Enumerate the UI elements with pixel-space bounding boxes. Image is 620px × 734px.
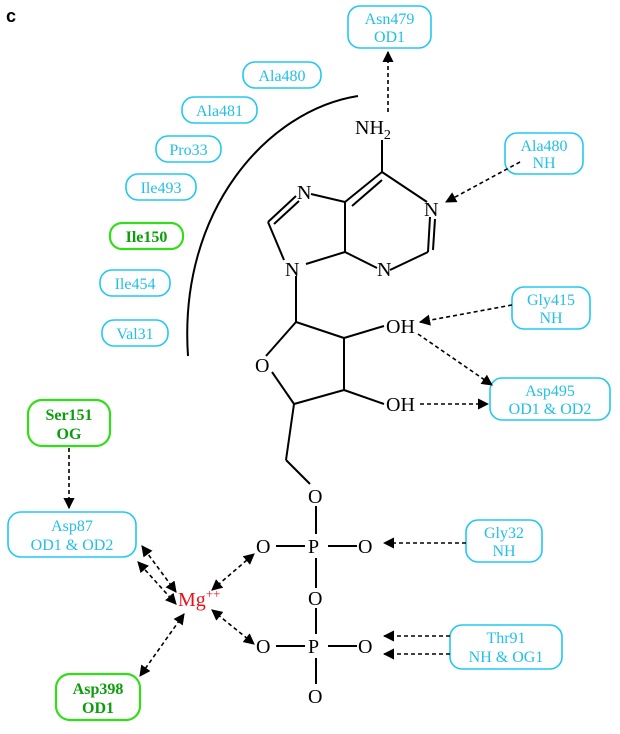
svg-text:Asp398: Asp398 bbox=[73, 681, 124, 698]
alpha-oxygen-left: O bbox=[256, 536, 270, 558]
panel-label: c bbox=[6, 6, 16, 26]
svg-text:Asp87: Asp87 bbox=[51, 518, 93, 535]
beta-oxygen-bottom: O bbox=[308, 686, 322, 708]
amine-group: NH2 bbox=[355, 117, 391, 143]
bridging-oxygen-5: O bbox=[308, 486, 322, 508]
phosphate-bonds bbox=[276, 506, 357, 684]
svg-text:Ile454: Ile454 bbox=[115, 276, 156, 293]
nitrogen-n3: N bbox=[377, 259, 391, 281]
ribose-bonds bbox=[265, 276, 385, 485]
hydrophobic-pro33: Pro33 bbox=[155, 135, 222, 163]
residue-asn479: Asn479 OD1 bbox=[347, 5, 432, 49]
svg-text:Ala480: Ala480 bbox=[520, 138, 567, 155]
alpha-oxygen-right: O bbox=[358, 536, 372, 558]
hbond-oh-asp495-a bbox=[417, 333, 493, 386]
svg-text:Ala480: Ala480 bbox=[258, 68, 305, 85]
svg-text:Asn479: Asn479 bbox=[365, 11, 415, 28]
residue-asp87: Asp87 OD1 & OD2 bbox=[7, 511, 137, 558]
beta-oxygen-left: O bbox=[256, 636, 270, 658]
svg-text:Ser151: Ser151 bbox=[45, 407, 92, 424]
hydrophobic-ile150: Ile150 bbox=[108, 221, 185, 251]
beta-oxygen-right: O bbox=[358, 636, 372, 658]
residue-thr91: Thr91 NH & OG1 bbox=[449, 624, 563, 670]
svg-text:NH: NH bbox=[492, 543, 516, 560]
hydrophobic-ala480: Ala480 bbox=[242, 61, 322, 89]
residue-ala480-nh: Ala480 NH bbox=[504, 132, 584, 175]
svg-text:OG: OG bbox=[57, 426, 82, 443]
svg-text:Val31: Val31 bbox=[116, 326, 153, 343]
residue-asp495: Asp495 OD1 & OD2 bbox=[489, 377, 611, 421]
svg-text:Asp495: Asp495 bbox=[525, 383, 575, 400]
nitrogen-n9: N bbox=[285, 259, 299, 281]
coord-mg-alpha-o bbox=[211, 553, 255, 591]
coord-mg-beta-o bbox=[211, 609, 255, 645]
svg-text:OD1 & OD2: OD1 & OD2 bbox=[31, 537, 114, 554]
interaction-arrows bbox=[63, 50, 521, 677]
svg-text:Ile493: Ile493 bbox=[141, 180, 182, 197]
adenine-ring-bonds bbox=[267, 140, 436, 271]
svg-text:OD1: OD1 bbox=[374, 29, 405, 46]
coord-mg-asp398 bbox=[139, 613, 185, 677]
hydrophobic-ile454: Ile454 bbox=[99, 269, 171, 297]
residue-ser151: Ser151 OG bbox=[26, 398, 112, 448]
hydroxyl-2: OH bbox=[386, 316, 415, 338]
bridging-oxygen-ab: O bbox=[308, 588, 322, 610]
alpha-phosphorus: P bbox=[308, 536, 319, 558]
svg-text:Thr91: Thr91 bbox=[486, 630, 525, 647]
residue-gly415: Gly415 NH bbox=[511, 286, 591, 330]
hbond-gly415-oh bbox=[418, 304, 513, 326]
residue-gly32: Gly32 NH bbox=[465, 519, 543, 563]
svg-text:NH & OG1: NH & OG1 bbox=[469, 649, 544, 666]
coord-mg-asp87-a bbox=[141, 545, 177, 593]
svg-text:Gly32: Gly32 bbox=[484, 525, 524, 542]
ribose-ring-oxygen: O bbox=[255, 355, 269, 377]
svg-text:NH: NH bbox=[532, 155, 556, 172]
svg-text:Gly415: Gly415 bbox=[527, 292, 575, 309]
svg-text:OD1: OD1 bbox=[82, 700, 114, 717]
svg-text:Ala481: Ala481 bbox=[196, 103, 243, 120]
hydrophobic-ala481: Ala481 bbox=[181, 96, 258, 124]
residue-asp398: Asp398 OD1 bbox=[54, 672, 142, 722]
nitrogen-n7: N bbox=[297, 182, 311, 204]
svg-text:Pro33: Pro33 bbox=[169, 142, 207, 159]
coord-mg-asp87-b bbox=[137, 561, 177, 605]
nitrogen-n1: N bbox=[424, 199, 438, 221]
svg-text:Ile150: Ile150 bbox=[126, 229, 168, 246]
magnesium-ion: Mg++ bbox=[178, 586, 220, 611]
beta-phosphorus: P bbox=[308, 636, 319, 658]
hbond-ala480-n1 bbox=[445, 161, 521, 203]
svg-text:NH: NH bbox=[539, 310, 563, 327]
hydrophobic-contact-arc bbox=[186, 95, 359, 357]
hydroxyl-3: OH bbox=[386, 394, 415, 416]
hydrophobic-ile493: Ile493 bbox=[125, 173, 197, 201]
svg-text:OD1 & OD2: OD1 & OD2 bbox=[509, 401, 592, 418]
hydrophobic-val31: Val31 bbox=[101, 319, 169, 347]
